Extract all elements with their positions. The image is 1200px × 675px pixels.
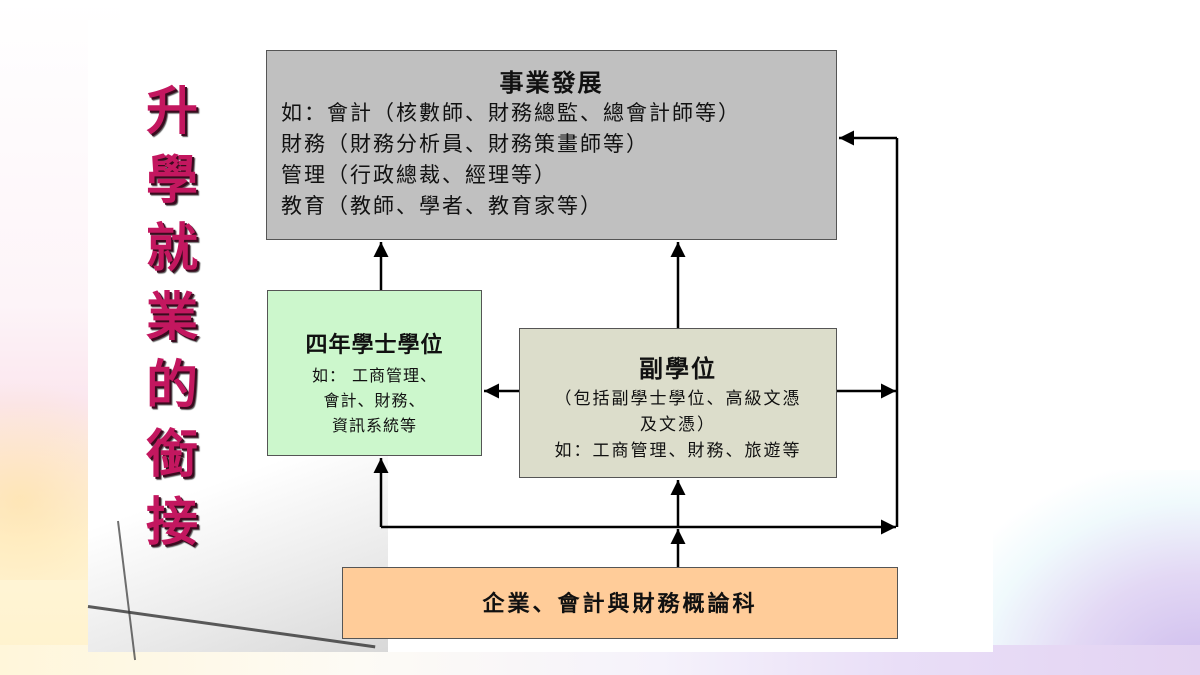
bachelor-degree-box: 四年學士學位 如： 工商管理、 會計、財務、 資訊系統等: [267, 290, 482, 456]
title-char: 銜: [145, 424, 198, 485]
career-example-line: 財務（財務分析員、財務策畫師等）: [281, 132, 649, 156]
title-char: 的: [145, 356, 198, 416]
bachelor-example-line: 資訊系統等: [331, 416, 417, 435]
subject-title: 企業、會計與財務概論科: [482, 591, 758, 617]
associate-examples: （包括副學士學位、高級文憑 及文憑） 如：工商管理、財務、旅遊等: [520, 386, 836, 464]
career-examples: 如：會計（核數師、財務總監、總會計師等） 財務（財務分析員、財務策畫師等） 管理…: [267, 98, 836, 222]
associate-example-line: 如：工商管理、財務、旅遊等: [554, 441, 802, 461]
career-development-box: 事業發展 如：會計（核數師、財務總監、總會計師等） 財務（財務分析員、財務策畫師…: [266, 50, 837, 240]
bachelor-example-line: 會計、財務、: [323, 391, 426, 410]
bachelor-examples: 如： 工商管理、 會計、財務、 資訊系統等: [268, 363, 481, 438]
subject-box: 企業、會計與財務概論科: [342, 567, 898, 639]
career-title: 事業發展: [499, 68, 604, 97]
title-char: 升: [145, 82, 198, 142]
associate-example-line: （包括副學士學位、高級文憑: [554, 389, 802, 409]
title-char: 就: [145, 219, 198, 279]
associate-degree-box: 副學位 （包括副學士學位、高級文憑 及文憑） 如：工商管理、財務、旅遊等: [519, 328, 837, 478]
bachelor-title: 四年學士學位: [305, 332, 444, 358]
associate-example-line: 及文憑）: [640, 415, 716, 435]
career-example-line: 管理（行政總裁、經理等）: [281, 163, 557, 187]
career-example-line: 教育（教師、學者、教育家等）: [281, 194, 603, 218]
title-char: 業: [145, 287, 198, 348]
career-example-line: 如：會計（核數師、財務總監、總會計師等）: [281, 101, 741, 125]
vertical-title: 升 學 就 業 的 銜 接: [142, 78, 202, 558]
bachelor-example-line: 如： 工商管理、: [311, 366, 438, 385]
title-char: 接: [145, 493, 198, 553]
title-char: 學: [145, 150, 198, 211]
associate-title: 副學位: [639, 354, 717, 383]
